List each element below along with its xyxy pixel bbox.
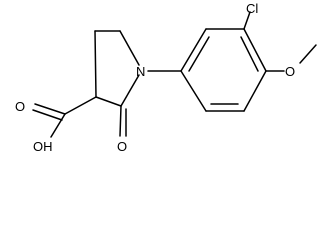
bond-ar4-ar5 — [243, 70, 267, 112]
bond-c5-n — [119, 30, 140, 66]
nitrogen-label: N — [136, 64, 145, 79]
bond-acid-c-o-b — [32, 109, 63, 121]
bond-c2-ketone-o-a — [119, 105, 122, 137]
chlorine-label: Cl — [246, 1, 258, 16]
aromatic-inner-bond-2 — [240, 36, 259, 72]
bond-ar3-ar4 — [243, 28, 267, 72]
acid-hydroxyl-label: OH — [33, 139, 53, 154]
bond-ome-o-ch3 — [299, 44, 317, 64]
bond-c3-c4 — [94, 30, 97, 98]
bond-c2-c3 — [95, 96, 122, 107]
ketone-oxygen-label: O — [117, 139, 127, 154]
methoxy-oxygen-label: O — [285, 64, 295, 79]
bond-n-c2 — [120, 74, 140, 107]
bond-acid-c-o-a — [34, 103, 66, 115]
molecule-canvas: Cl N O O OH O — [15, 1, 317, 154]
chemical-structure-diagram: Cl N O O OH O — [15, 1, 317, 154]
bond-ar3-cl — [243, 11, 251, 30]
bond-c3-acid-c — [64, 96, 97, 115]
acid-carbonyl-oxygen-label: O — [15, 99, 25, 114]
bond-ar1-ar2 — [180, 28, 207, 72]
bond-acid-c-oh — [50, 113, 66, 138]
aromatic-inner-bond-1 — [188, 36, 210, 72]
bond-ar6-ar1 — [180, 70, 207, 112]
